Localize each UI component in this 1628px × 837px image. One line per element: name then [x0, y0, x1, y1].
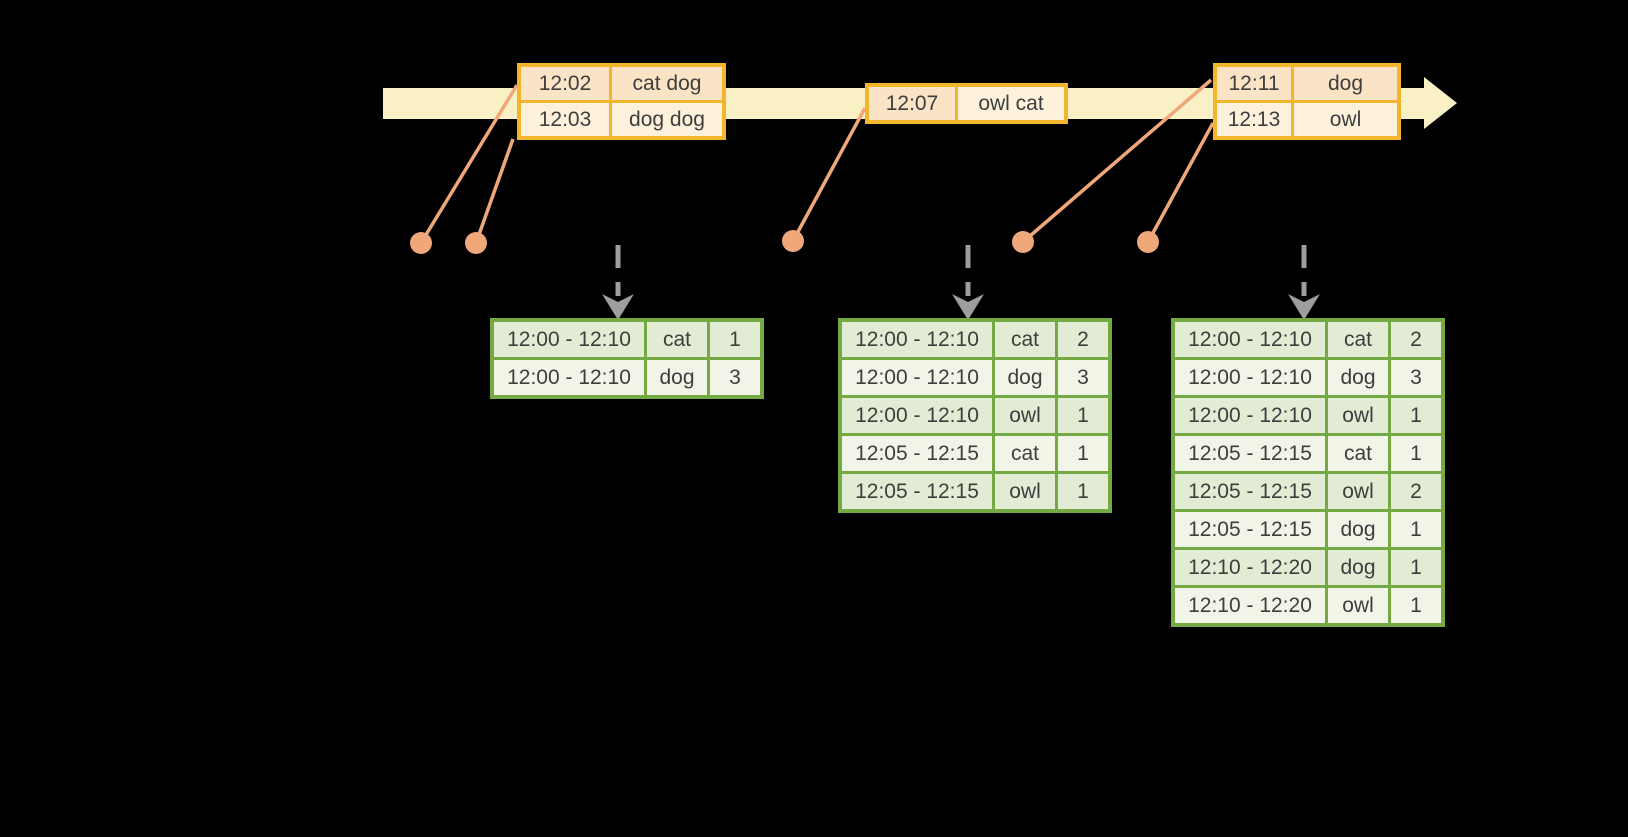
event-dot-icon [1012, 231, 1034, 253]
table-cell: 1 [1388, 433, 1445, 474]
table-cell: 12:13 [1213, 100, 1294, 140]
table-cell: 12:00 - 12:10 [490, 357, 647, 399]
table-cell: dog [992, 357, 1058, 398]
table-cell: 3 [707, 357, 764, 399]
table-cell: 12:05 - 12:15 [1171, 433, 1328, 474]
table-cell: dog [644, 357, 710, 399]
table-cell: 12:03 [517, 100, 612, 140]
table-cell: owl [1291, 100, 1401, 140]
event-connector-line [474, 138, 515, 244]
table-cell: 12:10 - 12:20 [1171, 547, 1328, 588]
table-cell: 12:05 - 12:15 [838, 433, 995, 474]
table-cell: 1 [1388, 509, 1445, 550]
timeline-arrowhead-icon [1424, 77, 1457, 129]
table-cell: dog dog [609, 100, 726, 140]
table-cell: 12:05 - 12:15 [1171, 471, 1328, 512]
table-cell: dog [1291, 63, 1401, 103]
table-cell: owl [1325, 471, 1391, 512]
table-cell: 2 [1055, 318, 1112, 360]
table-cell: cat dog [609, 63, 726, 103]
table-cell: 12:00 - 12:10 [1171, 318, 1328, 360]
table-cell: 1 [1055, 433, 1112, 474]
table-cell: owl [1325, 585, 1391, 627]
table-cell: 1 [1055, 471, 1112, 513]
table-cell: 3 [1388, 357, 1445, 398]
table-cell: 1 [1388, 395, 1445, 436]
table-cell: 12:07 [865, 83, 958, 124]
table-cell: 12:11 [1213, 63, 1294, 103]
table-cell: 3 [1055, 357, 1112, 398]
table-cell: owl [1325, 395, 1391, 436]
table-cell: 1 [707, 318, 764, 360]
table-cell: cat [1325, 433, 1391, 474]
event-dot-icon [782, 230, 804, 252]
table-cell: 12:00 - 12:10 [1171, 395, 1328, 436]
table-cell: 12:10 - 12:20 [1171, 585, 1328, 627]
table-cell: 12:00 - 12:10 [838, 318, 995, 360]
table-cell: cat [1325, 318, 1391, 360]
table-cell: 1 [1055, 395, 1112, 436]
trigger-arrow-icon [1288, 245, 1320, 320]
trigger-arrow-icon [952, 245, 984, 320]
trigger-arrow-icon [602, 245, 634, 320]
table-cell: 12:05 - 12:15 [838, 471, 995, 513]
table-cell: 12:02 [517, 63, 612, 103]
event-dot-icon [465, 232, 487, 254]
table-cell: 12:00 - 12:10 [1171, 357, 1328, 398]
table-cell: dog [1325, 547, 1391, 588]
table-cell: 12:05 - 12:15 [1171, 509, 1328, 550]
event-dot-icon [1137, 231, 1159, 253]
table-cell: cat [992, 318, 1058, 360]
event-connector-line [791, 107, 867, 242]
table-cell: dog [1325, 357, 1391, 398]
table-cell: 12:00 - 12:10 [838, 395, 995, 436]
table-cell: 1 [1388, 547, 1445, 588]
event-connector-line [1146, 122, 1215, 243]
table-cell: cat [992, 433, 1058, 474]
table-cell: 1 [1388, 585, 1445, 627]
table-cell: owl [992, 471, 1058, 513]
table-cell: 12:00 - 12:10 [490, 318, 647, 360]
event-dot-icon [410, 232, 432, 254]
table-cell: cat [644, 318, 710, 360]
table-cell: 2 [1388, 471, 1445, 512]
table-cell: owl cat [955, 83, 1068, 124]
table-cell: dog [1325, 509, 1391, 550]
table-cell: 2 [1388, 318, 1445, 360]
table-cell: owl [992, 395, 1058, 436]
table-cell: 12:00 - 12:10 [838, 357, 995, 398]
